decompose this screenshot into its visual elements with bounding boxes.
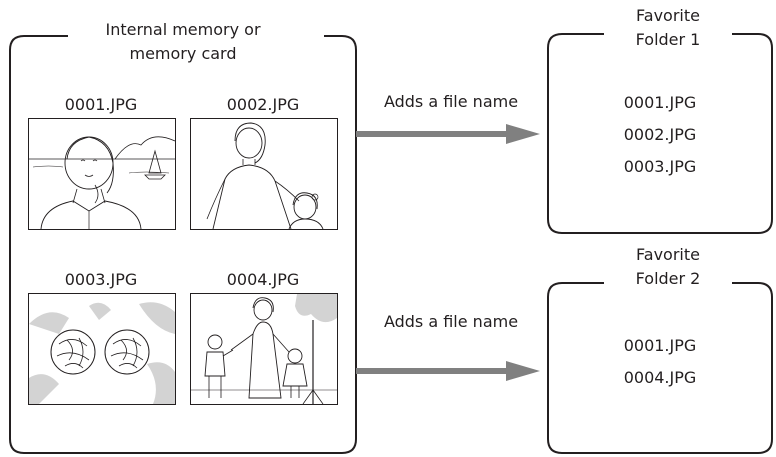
folder-1-title-line-2: Folder 1 — [635, 30, 701, 49]
photo-thumbnail-0002 — [190, 118, 338, 230]
folder-1-file-1: 0001.JPG — [623, 93, 697, 112]
folder-1-file-2: 0002.JPG — [623, 125, 697, 144]
photo-label-0001: 0001.JPG — [64, 95, 138, 114]
photo-thumbnail-0003 — [28, 293, 176, 405]
source-box-outline — [9, 35, 357, 454]
photo-thumbnail-0004 — [190, 293, 338, 405]
folder-2-file-2: 0004.JPG — [623, 368, 697, 387]
folder-1-box-outline — [547, 33, 773, 234]
arrow-label-2: Adds a file name — [383, 312, 519, 331]
folder-1-file-3: 0003.JPG — [623, 157, 697, 176]
photo-label-0002: 0002.JPG — [226, 95, 300, 114]
arrow-2 — [356, 361, 540, 381]
woman-sailboat-image — [29, 136, 175, 229]
source-title-line-2: memory card — [129, 44, 237, 63]
mother-child-image — [206, 122, 324, 229]
folder-1-title-line-1: Favorite — [636, 6, 700, 25]
photo-label-0004: 0004.JPG — [226, 270, 300, 289]
folder-2-box-outline — [547, 282, 773, 454]
arrow-label-1: Adds a file name — [383, 92, 519, 111]
flowers-image — [29, 302, 175, 404]
photo-label-0003: 0003.JPG — [64, 270, 138, 289]
source-title-line-1: Internal memory or — [105, 20, 261, 39]
family-park-image — [191, 294, 337, 404]
folder-2-title-line-2: Folder 2 — [635, 269, 701, 288]
folder-2-title-line-1: Favorite — [636, 245, 700, 264]
arrow-1 — [356, 124, 540, 144]
photo-thumbnail-0001 — [28, 118, 176, 230]
folder-2-file-1: 0001.JPG — [623, 336, 697, 355]
